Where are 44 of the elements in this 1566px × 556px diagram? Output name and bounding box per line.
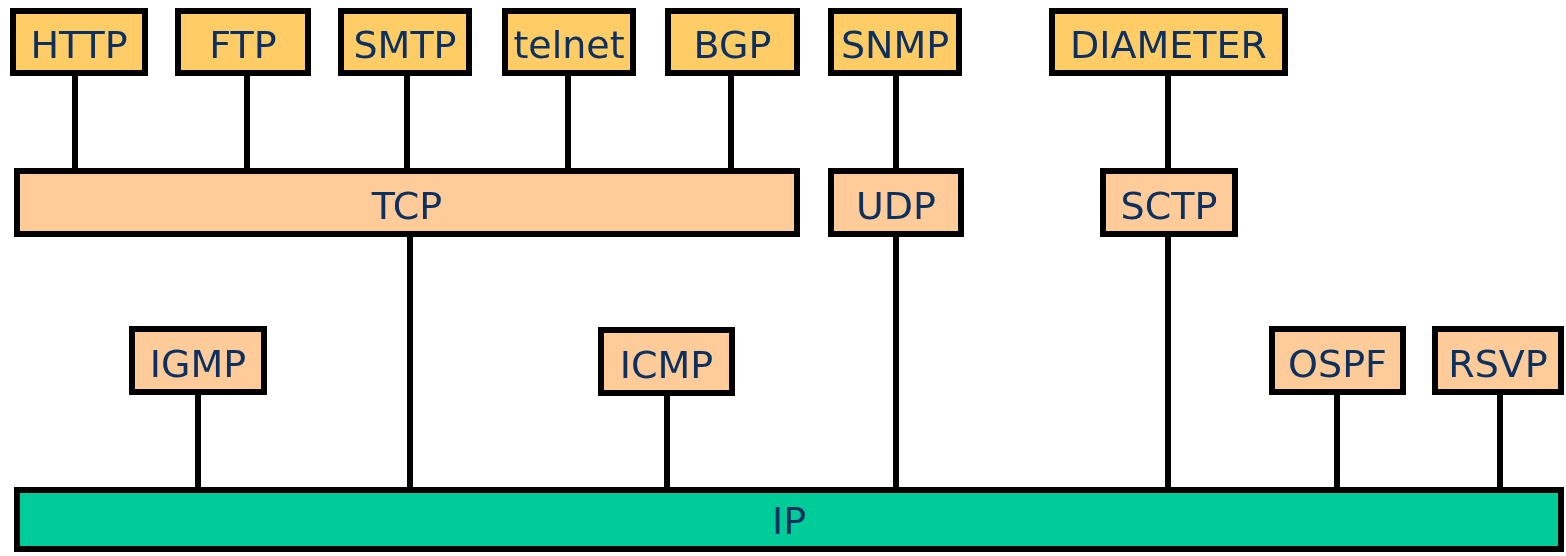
protocol-label: UDP xyxy=(856,185,936,229)
protocol-box xyxy=(338,8,472,76)
protocol-box xyxy=(1100,168,1238,237)
protocol-label: IP xyxy=(771,500,807,544)
connector-line xyxy=(565,76,571,168)
protocol-box xyxy=(828,168,964,237)
connector-line xyxy=(1334,395,1340,487)
protocol-box xyxy=(828,8,962,76)
connector-line xyxy=(664,396,670,487)
protocol-box xyxy=(10,8,148,76)
protocol-label: DIAMETER xyxy=(1070,24,1267,68)
protocol-box xyxy=(175,8,311,76)
protocol-label: RSVP xyxy=(1448,343,1548,387)
protocol-box xyxy=(129,326,267,395)
protocol-box xyxy=(502,8,636,76)
protocol-label: ICMP xyxy=(619,344,714,388)
connector-line xyxy=(728,76,734,168)
protocol-label: IGMP xyxy=(149,343,247,387)
protocol-label: BGP xyxy=(693,24,772,68)
connector-line xyxy=(893,76,899,168)
protocol-box xyxy=(14,487,1564,552)
protocol-label: FTP xyxy=(209,24,277,68)
protocol-label: HTTP xyxy=(30,24,128,68)
connector-line xyxy=(195,395,201,487)
protocol-box xyxy=(598,327,735,396)
protocol-label: SNMP xyxy=(840,24,950,68)
protocol-box xyxy=(14,168,800,237)
protocol-label: SMTP xyxy=(353,24,457,68)
connector-line xyxy=(893,237,899,487)
protocol-label: TCP xyxy=(371,185,443,229)
connector-line xyxy=(1165,237,1171,487)
protocol-box xyxy=(665,8,800,76)
protocol-label: SCTP xyxy=(1120,185,1218,229)
connector-line xyxy=(407,237,413,487)
connector-line xyxy=(1165,76,1171,168)
protocol-box xyxy=(1432,326,1564,395)
connector-line xyxy=(404,76,410,168)
protocol-label: OSPF xyxy=(1288,343,1387,387)
connector-line xyxy=(244,76,250,168)
protocol-box xyxy=(1269,326,1406,395)
protocol-box xyxy=(1049,8,1288,76)
connector-line xyxy=(72,76,78,168)
protocol-label: telnet xyxy=(513,24,625,68)
connector-line xyxy=(1497,395,1503,487)
